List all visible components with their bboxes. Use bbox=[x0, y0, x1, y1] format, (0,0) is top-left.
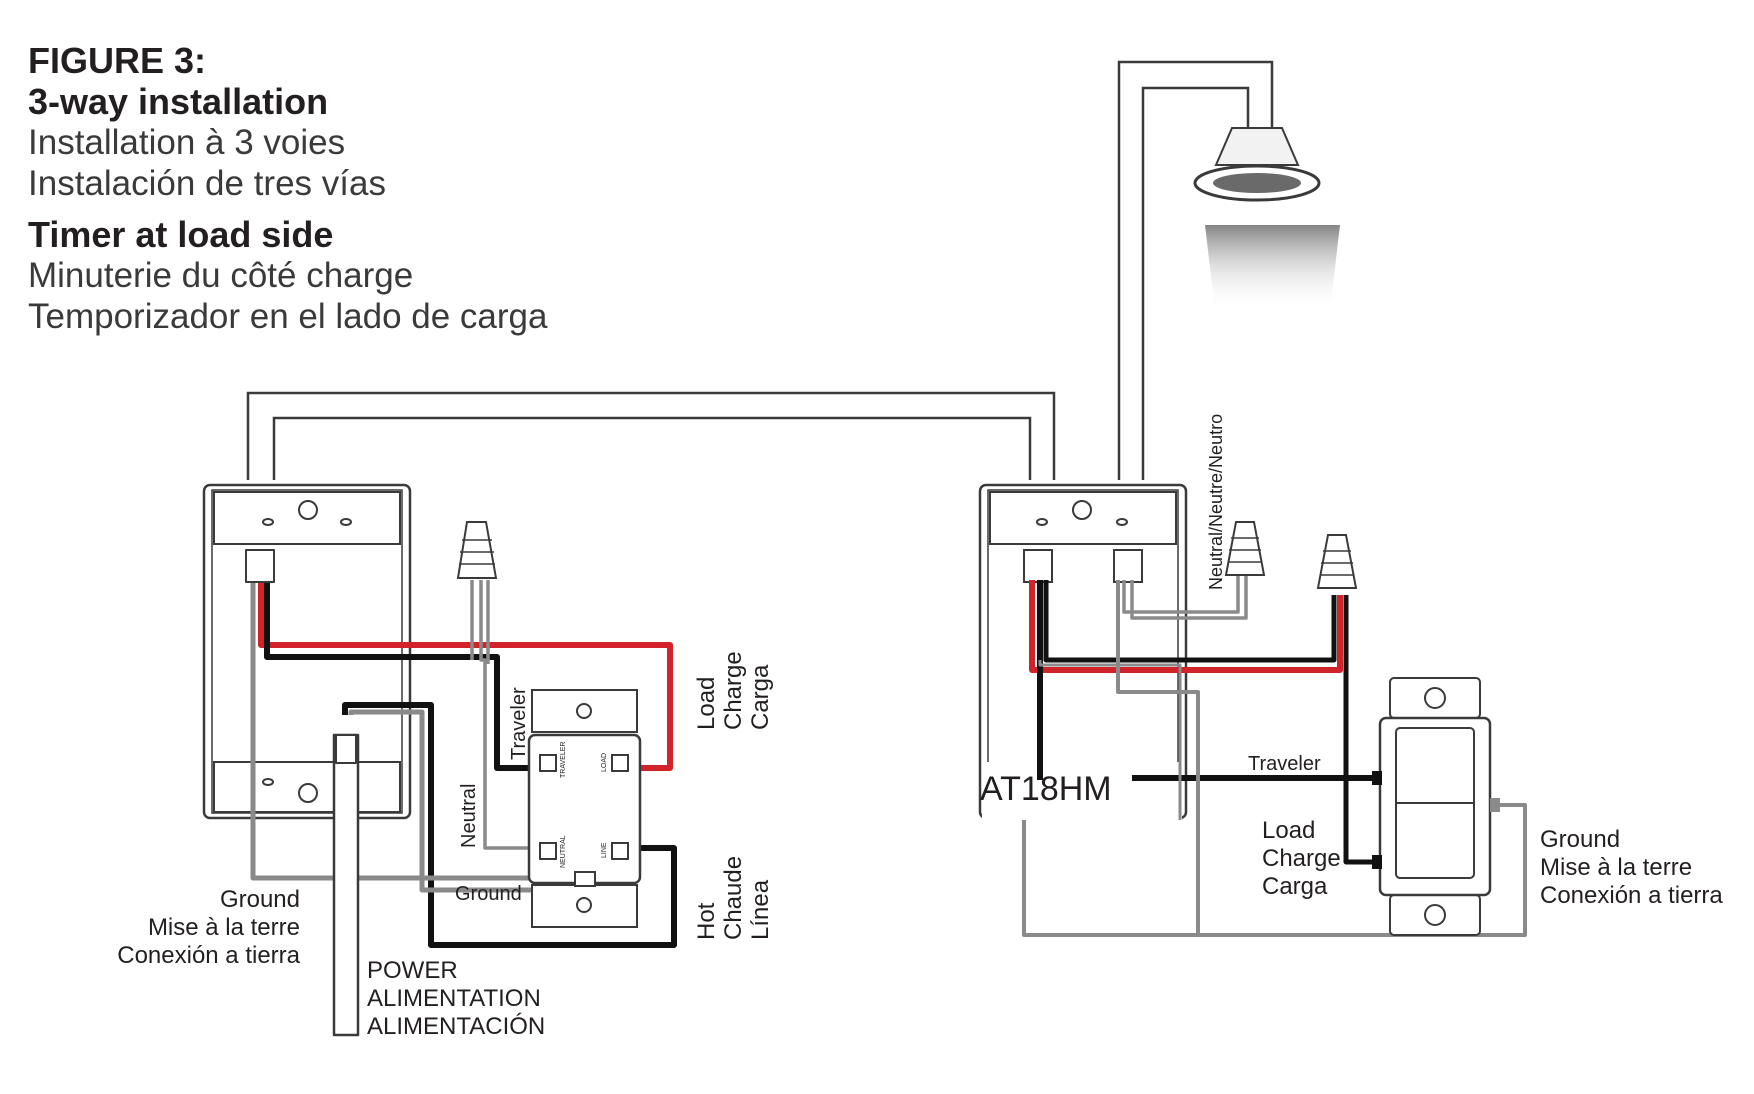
heading-french: Installation à 3 voies bbox=[28, 123, 346, 162]
power-label-1: POWER bbox=[367, 957, 458, 984]
power-label-2: ALIMENTATION bbox=[367, 985, 541, 1012]
three-way-switch bbox=[1372, 677, 1500, 936]
load-left-label-3: Carga bbox=[747, 664, 774, 730]
ground-left-label-2: Mise à la terre bbox=[148, 914, 300, 941]
ground-left-label-3: Conexión a tierra bbox=[117, 942, 300, 969]
neutral-right-label: Neutral/Neutre/Neutro bbox=[1206, 414, 1226, 590]
figure-title-block: FIGURE 3: 3-way installation Installatio… bbox=[28, 40, 547, 337]
subheading-spanish: Temporizador en el lado de carga bbox=[28, 297, 548, 336]
wire-nut-right-2-icon bbox=[1316, 534, 1358, 589]
load-left-label-1: Load bbox=[693, 677, 720, 730]
left-box-wires bbox=[245, 549, 677, 1037]
wire-nut-left-icon bbox=[456, 521, 498, 579]
terminal-neutral-label: NEUTRAL bbox=[560, 835, 567, 868]
light-fixture-icon bbox=[1193, 127, 1340, 310]
load-right-label-1: Load bbox=[1262, 817, 1315, 844]
right-box-wires bbox=[1022, 570, 1527, 937]
traveler-right-label: Traveler bbox=[1248, 753, 1321, 775]
model-label: AT18HM bbox=[980, 770, 1112, 808]
right-switch-box bbox=[978, 483, 1188, 822]
power-label-3: ALIMENTACIÓN bbox=[367, 1013, 545, 1040]
hot-label-3: Línea bbox=[747, 879, 774, 940]
ground-right-label-1: Ground bbox=[1540, 826, 1620, 853]
figure-number: FIGURE 3: bbox=[28, 40, 207, 81]
heading-spanish: Instalación de tres vías bbox=[28, 164, 386, 203]
subheading-french: Minuterie du côté charge bbox=[28, 256, 414, 295]
timer-device: TRAVELER LOAD NEUTRAL LINE bbox=[527, 689, 642, 928]
hot-label-1: Hot bbox=[693, 902, 720, 940]
heading-english: 3-way installation bbox=[28, 81, 329, 122]
traveler-left-label: Traveler bbox=[508, 687, 530, 760]
left-labels: Traveler Neutral Ground Load Charge Carg… bbox=[117, 651, 774, 1040]
ground-right-label-2: Mise à la terre bbox=[1540, 854, 1692, 881]
ground-left-label-1: Ground bbox=[220, 886, 300, 913]
terminal-traveler-label: TRAVELER bbox=[560, 742, 567, 778]
hot-label-2: Chaude bbox=[720, 856, 747, 940]
wire-nut-right-1-icon bbox=[1224, 521, 1266, 576]
load-right-label-3: Carga bbox=[1262, 873, 1328, 900]
ground-right-label-3: Conexión a tierra bbox=[1540, 882, 1723, 909]
ground-inner-label: Ground bbox=[455, 883, 522, 905]
terminal-load-label: LOAD bbox=[601, 753, 608, 772]
traveler-cable bbox=[246, 391, 1056, 480]
terminal-line-label: LINE bbox=[601, 842, 608, 858]
cable-to-light bbox=[1117, 60, 1274, 480]
left-switch-box bbox=[202, 483, 412, 820]
load-left-label-2: Charge bbox=[720, 651, 747, 730]
right-labels: Neutral/Neutre/Neutro Traveler Load Char… bbox=[1206, 414, 1723, 909]
load-right-label-2: Charge bbox=[1262, 845, 1341, 872]
neutral-left-label: Neutral bbox=[458, 784, 480, 848]
subheading-english: Timer at load side bbox=[28, 214, 334, 255]
